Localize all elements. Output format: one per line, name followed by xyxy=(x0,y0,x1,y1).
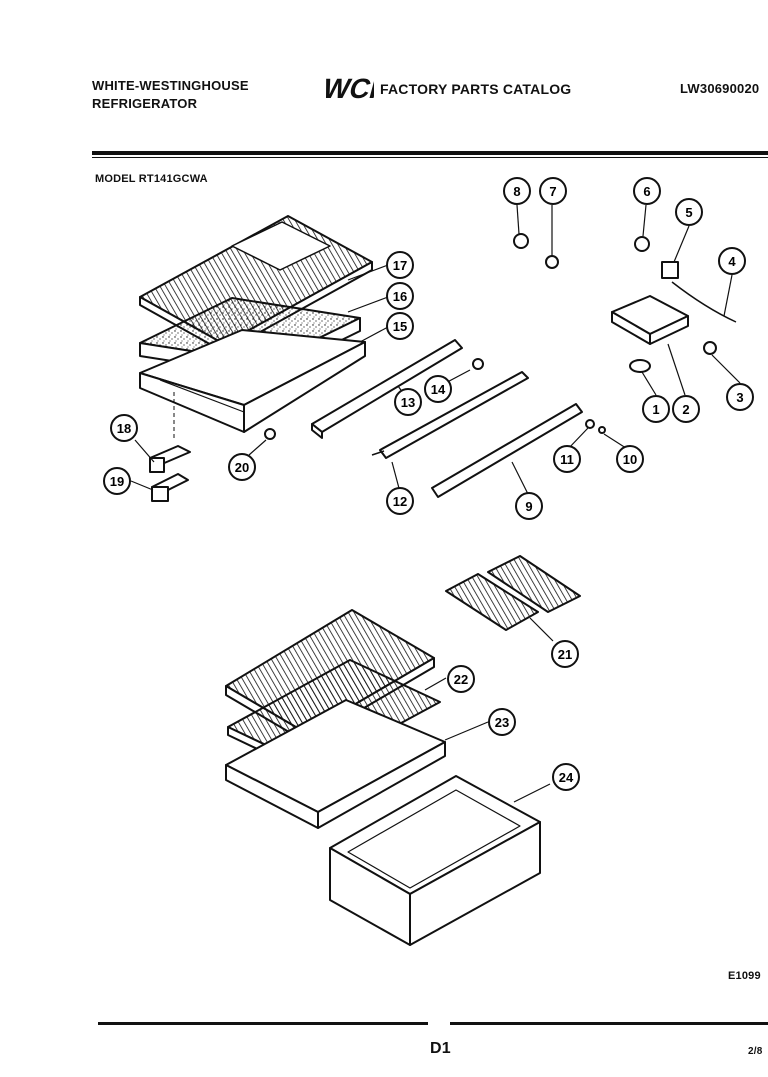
svg-text:2: 2 xyxy=(682,402,689,417)
svg-text:5: 5 xyxy=(685,205,692,220)
callout-6: 6 xyxy=(633,177,661,205)
callout-17: 17 xyxy=(386,251,414,279)
svg-text:10: 10 xyxy=(623,452,637,467)
page-number: D1 xyxy=(430,1040,451,1057)
date-fragment: 2/8 xyxy=(748,1046,763,1057)
svg-text:11: 11 xyxy=(560,452,574,467)
svg-text:12: 12 xyxy=(393,494,407,509)
svg-text:13: 13 xyxy=(401,395,415,410)
svg-text:20: 20 xyxy=(235,460,249,475)
screw-20 xyxy=(264,428,276,440)
callout-21: 21 xyxy=(551,640,579,668)
callout-10: 10 xyxy=(616,445,644,473)
svg-text:9: 9 xyxy=(525,499,532,514)
callout-13: 13 xyxy=(394,388,422,416)
footer-rule-left xyxy=(98,1022,428,1025)
callout-18: 18 xyxy=(110,414,138,442)
ice-tray-front xyxy=(445,573,539,631)
svg-text:6: 6 xyxy=(643,184,650,199)
callout-9: 9 xyxy=(515,492,543,520)
svg-text:1: 1 xyxy=(652,402,659,417)
callout-8: 8 xyxy=(503,177,531,205)
callout-23: 23 xyxy=(488,708,516,736)
svg-text:8: 8 xyxy=(513,184,520,199)
product-type: REFRIGERATOR xyxy=(92,96,198,111)
header-rule-thick xyxy=(92,151,768,155)
callout-12: 12 xyxy=(386,487,414,515)
shelf-rail-right xyxy=(431,403,583,498)
callout-5: 5 xyxy=(675,198,703,226)
svg-text:21: 21 xyxy=(558,647,572,662)
catalog-title: FACTORY PARTS CATALOG xyxy=(380,81,572,97)
svg-text:7: 7 xyxy=(549,184,556,199)
svg-text:19: 19 xyxy=(110,474,124,489)
svg-text:15: 15 xyxy=(393,319,407,334)
catalog-code: LW30690020 xyxy=(680,81,760,96)
callout-22: 22 xyxy=(447,665,475,693)
ice-tray-back xyxy=(487,555,581,613)
hinge-block-18 xyxy=(149,445,191,473)
cap-7 xyxy=(545,255,559,269)
control-housing xyxy=(611,295,689,345)
wire-4 xyxy=(671,281,737,323)
knob-1 xyxy=(629,359,651,373)
svg-text:23: 23 xyxy=(495,715,509,730)
callout-7: 7 xyxy=(539,177,567,205)
svg-text:22: 22 xyxy=(454,672,468,687)
callout-16: 16 xyxy=(386,282,414,310)
drawing-id: E1099 xyxy=(728,970,761,982)
switch-5 xyxy=(661,261,679,279)
crisper-drawer xyxy=(329,775,541,946)
brand-name: WHITE-WESTINGHOUSE xyxy=(92,78,249,93)
callout-2: 2 xyxy=(672,395,700,423)
svg-text:14: 14 xyxy=(431,382,446,397)
callout-14: 14 xyxy=(424,375,452,403)
callout-24: 24 xyxy=(552,763,580,791)
knob-8 xyxy=(513,233,529,249)
logo-text: WCI xyxy=(319,73,374,102)
callout-15: 15 xyxy=(386,312,414,340)
svg-text:3: 3 xyxy=(736,390,743,405)
shelf-rail-left xyxy=(379,371,529,459)
svg-text:16: 16 xyxy=(393,289,407,304)
bulb-6 xyxy=(634,236,650,252)
screw-11 xyxy=(585,419,595,429)
svg-text:4: 4 xyxy=(728,254,736,269)
callout-20: 20 xyxy=(228,453,256,481)
svg-text:18: 18 xyxy=(117,421,131,436)
hinge-block-19 xyxy=(151,473,189,502)
crisper-cover xyxy=(225,699,446,829)
callout-3: 3 xyxy=(726,383,754,411)
header-rule-thin xyxy=(92,157,768,158)
callout-4: 4 xyxy=(718,247,746,275)
model-number: MODEL RT141GCWA xyxy=(95,173,208,185)
callout-1: 1 xyxy=(642,395,670,423)
callouts: 1 2 3 4 5 6 7 8 9 10 11 12 13 14 15 16 1… xyxy=(103,177,754,791)
svg-text:24: 24 xyxy=(559,770,574,785)
svg-text:17: 17 xyxy=(393,258,407,273)
screw-3 xyxy=(703,341,717,355)
freezer-tray xyxy=(139,329,366,433)
freezer-shelf-assembly xyxy=(139,215,373,353)
callout-11: 11 xyxy=(553,445,581,473)
wci-logo: WCI xyxy=(318,72,374,102)
callout-19: 19 xyxy=(103,467,131,495)
nut-10 xyxy=(598,426,606,434)
footer-rule-right xyxy=(450,1022,768,1025)
washer-14 xyxy=(472,358,484,370)
